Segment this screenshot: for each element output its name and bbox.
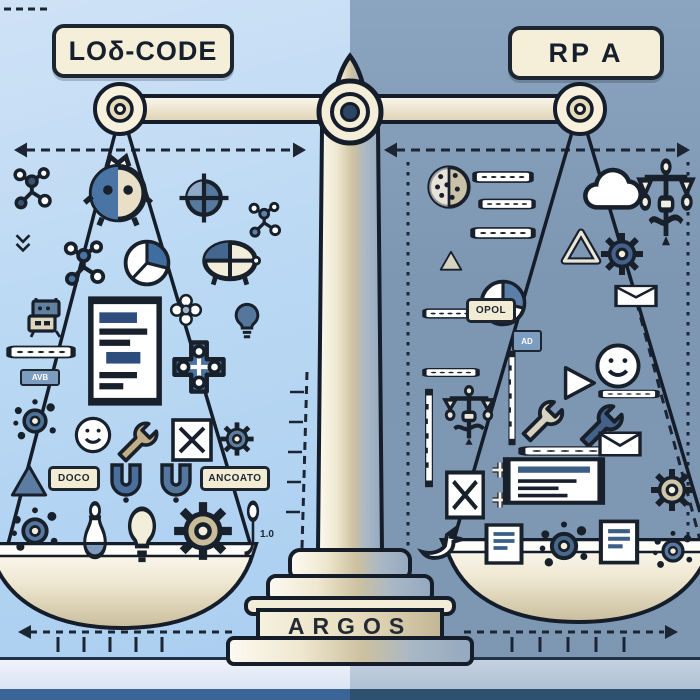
bulb-icon <box>226 300 268 342</box>
right-hanger-disc <box>553 82 607 136</box>
splat-icon <box>8 504 62 558</box>
envelope-icon <box>596 426 644 462</box>
tri-icon <box>8 460 50 502</box>
wrench-icon <box>518 392 572 446</box>
dbldown-icon <box>10 232 36 258</box>
rulerv-icon <box>420 388 438 488</box>
tri-icon <box>438 248 464 274</box>
totem-icon <box>440 382 498 448</box>
splat-icon <box>650 528 696 574</box>
left-title-banner: LOδ-CODE <box>52 24 234 78</box>
xbox-icon <box>168 416 216 464</box>
sphere-icon <box>424 162 474 212</box>
pie-icon <box>120 236 174 290</box>
envelope-icon <box>612 280 660 312</box>
smiley-icon <box>592 340 644 392</box>
gear-icon <box>218 420 256 458</box>
bar-icon <box>470 222 536 244</box>
label-chip: AD <box>512 330 542 352</box>
pedestal-label: ARGOS <box>287 612 413 639</box>
doc-icon <box>476 520 532 568</box>
gear-icon <box>648 466 696 514</box>
label-chip: 1.0 <box>260 528 274 540</box>
smiley-icon <box>72 414 114 456</box>
bar-icon <box>422 364 480 381</box>
gear-icon <box>170 498 236 564</box>
triout-icon <box>560 226 602 268</box>
gear-icon <box>598 230 646 278</box>
bottom-strip-left <box>0 689 350 700</box>
label-chip: ANCOATO <box>200 466 270 491</box>
vase-icon <box>74 500 116 566</box>
label-chip: DOCO <box>48 466 100 491</box>
right-title-text: RP A <box>548 37 624 68</box>
codewin-icon <box>84 293 166 409</box>
bottom-strip-right <box>350 689 700 700</box>
label-chip: AVB <box>20 369 60 386</box>
cross-icon <box>168 336 230 398</box>
molecule-icon <box>244 200 288 244</box>
pedestal <box>226 548 474 666</box>
left-hanger-disc <box>93 82 147 136</box>
arrowheads <box>14 142 690 639</box>
doc-icon <box>590 516 648 568</box>
label-chip: OPOL <box>466 298 516 323</box>
bird-icon <box>416 512 474 570</box>
left-title-text: LOδ-CODE <box>68 35 218 66</box>
splat-icon <box>10 396 60 446</box>
molecule-icon <box>58 238 114 294</box>
center-pivot-disc <box>316 78 384 146</box>
robot-icon <box>22 296 70 344</box>
flower-icon <box>166 290 206 330</box>
bar-icon <box>598 386 660 402</box>
molecule-icon <box>8 165 60 217</box>
window-icon <box>500 452 608 510</box>
magnet-icon <box>102 458 150 506</box>
fish-icon <box>80 152 156 228</box>
compass-icon <box>176 170 232 226</box>
bar-icon <box>478 194 536 214</box>
right-title-banner: RP A <box>508 26 664 80</box>
bar-icon <box>472 166 534 188</box>
splat-icon <box>536 518 592 574</box>
bulb-icon <box>118 502 166 568</box>
bar-icon <box>6 340 76 364</box>
